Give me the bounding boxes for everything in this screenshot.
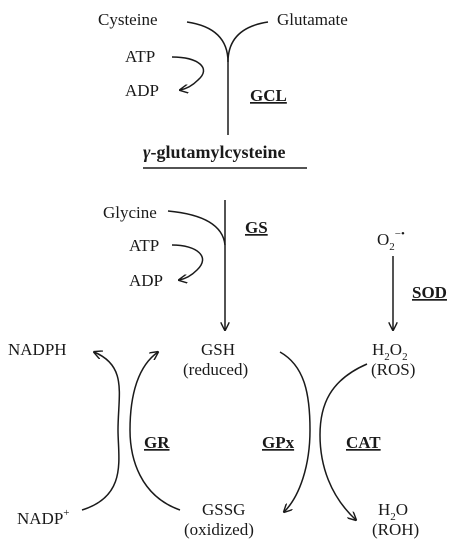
glutamate-label: Glutamate xyxy=(277,10,348,29)
atp-adp-arrow-2 xyxy=(171,244,204,280)
enzyme-gs: GS xyxy=(245,218,268,237)
h2o2-label: H2O2 xyxy=(372,340,408,363)
gr-arc-nadp-to-nadph xyxy=(81,352,121,511)
atp-label-2: ATP xyxy=(129,236,159,255)
adp-label-2: ADP xyxy=(129,271,163,290)
cysteine-branch xyxy=(186,21,229,63)
gamma-glutamylcysteine-label: γ-glutamylcysteine xyxy=(143,142,285,162)
gsh-state-label: (reduced) xyxy=(183,360,248,379)
h2o-subscript: 2 xyxy=(390,511,396,523)
atp-adp-arrow-1 xyxy=(171,56,205,90)
gsh-label: GSH xyxy=(201,340,235,359)
cat-arc-h2o2-to-h2o xyxy=(319,363,368,520)
h2o2-subscript-1: 2 xyxy=(384,351,390,363)
superoxide-superscript: −• xyxy=(395,228,405,240)
enzyme-gpx: GPx xyxy=(262,433,295,452)
glutamylcysteine-text: -glutamylcysteine xyxy=(151,142,286,162)
gssg-state-label: (oxidized) xyxy=(184,520,254,539)
nadp-text: NADP xyxy=(17,509,63,528)
h2o-o: O xyxy=(396,500,408,519)
enzyme-sod: SOD xyxy=(412,283,447,302)
glycine-branch xyxy=(167,210,226,246)
adp-label-1: ADP xyxy=(125,81,159,100)
gpx-arc-gsh-to-gssg xyxy=(279,351,311,512)
nadp-label: NADP+ xyxy=(17,507,70,528)
glycine-label: Glycine xyxy=(103,203,157,222)
nadph-label: NADPH xyxy=(8,340,67,359)
enzyme-cat: CAT xyxy=(346,433,381,452)
h2o-h: H xyxy=(378,500,390,519)
ros-label: (ROS) xyxy=(371,360,415,379)
atp-label-1: ATP xyxy=(125,47,155,66)
h2o2-subscript-2: 2 xyxy=(402,351,408,363)
nadp-superscript: + xyxy=(63,507,69,519)
gr-arc-gssg-to-gsh xyxy=(129,352,181,511)
gssg-label: GSSG xyxy=(202,500,245,519)
h2o2-o: O xyxy=(390,340,402,359)
superoxide-label: O2−• xyxy=(377,228,405,253)
h2o2-h: H xyxy=(372,340,384,359)
gamma-symbol: γ xyxy=(143,142,151,162)
glutamate-branch xyxy=(227,21,269,63)
superoxide-subscript: 2 xyxy=(389,241,395,253)
enzyme-gcl: GCL xyxy=(250,86,287,105)
enzyme-gr: GR xyxy=(144,433,170,452)
cysteine-label: Cysteine xyxy=(98,10,158,29)
superoxide-o: O xyxy=(377,230,389,249)
roh-label: (ROH) xyxy=(372,520,419,539)
h2o-label: H2O xyxy=(378,500,408,523)
